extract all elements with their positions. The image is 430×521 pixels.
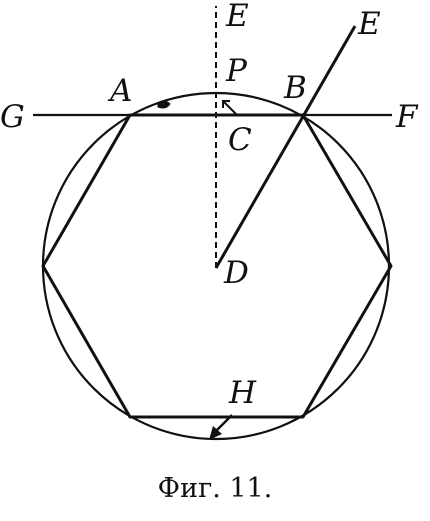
- label-f: F: [395, 99, 419, 135]
- label-e-top: E: [225, 0, 249, 34]
- label-b: B: [283, 70, 307, 106]
- arc-mark: [157, 100, 171, 109]
- arrow-c-head: [222, 100, 230, 108]
- label-h: H: [228, 375, 257, 411]
- line-d-b-e: [214, 25, 357, 269]
- arrow-c: [223, 101, 237, 115]
- label-g: G: [0, 99, 25, 135]
- label-d: D: [223, 255, 249, 291]
- arrow-h-head: [209, 426, 222, 440]
- label-c: C: [228, 122, 252, 158]
- label-e-right: E: [357, 6, 381, 42]
- figure-caption: Фиг. 11.: [158, 473, 273, 504]
- label-a: A: [107, 73, 132, 109]
- label-p: P: [225, 53, 248, 89]
